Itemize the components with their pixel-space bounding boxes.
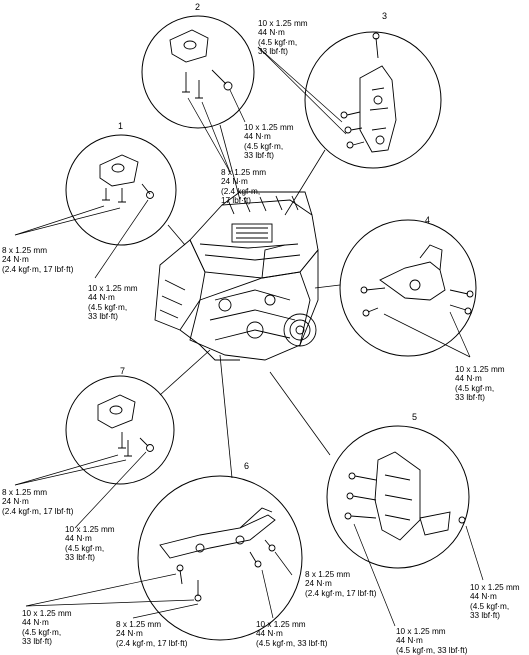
torque-label-c7-upper: 8 x 1.25 mm 24 N·m (2.4 kgf·m, 17 lbf·ft… [2, 488, 74, 516]
callout-number-6: 6 [244, 461, 250, 471]
torque-label-c2-mid: 10 x 1.25 mm 44 N·m (4.5 kgf·m, 33 lbf·f… [244, 123, 294, 161]
detail-circle-6 [137, 475, 303, 641]
torque-label-c2-low: 8 x 1.25 mm 24 N·m (2.4 kgf·m, 17 lbf·ft… [221, 168, 267, 206]
torque-label-c2-top: 10 x 1.25 mm 44 N·m (4.5 kgf·m, 33 lbf·f… [258, 19, 308, 57]
torque-label-c6-mid: 8 x 1.25 mm 24 N·m (2.4 kgf·m, 17 lbf·ft… [116, 620, 188, 648]
leader-lines [14, 46, 484, 627]
callout-number-1: 1 [118, 121, 124, 131]
detail-circle-7 [65, 375, 175, 485]
torque-label-c5-right: 10 x 1.25 mm 44 N·m (4.5 kgf·m, 33 lbf·f… [470, 583, 520, 621]
bracket-5-part [344, 451, 466, 541]
bracket-3-part [340, 32, 397, 153]
engine-assembly [154, 191, 319, 361]
bracket-7-part [97, 394, 154, 457]
torque-label-c5-bottom: 10 x 1.25 mm 44 N·m (4.5 kgf·m, 33 lbf·f… [396, 627, 468, 655]
detail-circle-2 [141, 15, 255, 129]
callout-number-2: 2 [195, 2, 201, 12]
bracket-6-part [159, 507, 276, 602]
callout-number-3: 3 [382, 11, 388, 21]
torque-label-c6-bottom: 10 x 1.25 mm 44 N·m (4.5 kgf·m, 33 lbf·f… [256, 620, 328, 648]
callout-number-4: 4 [425, 215, 431, 225]
torque-label-c6-left: 10 x 1.25 mm 44 N·m (4.5 kgf·m, 33 lbf·f… [22, 609, 72, 647]
bracket-4-part [360, 244, 474, 317]
torque-label-c1-left: 8 x 1.25 mm 24 N·m (2.4 kgf·m, 17 lbf·ft… [2, 246, 74, 274]
torque-label-c4: 10 x 1.25 mm 44 N·m (4.5 kgf·m, 33 lbf·f… [455, 365, 505, 403]
bracket-1-part [99, 154, 154, 203]
detail-circle-3 [304, 31, 442, 169]
connector-lines [159, 124, 341, 479]
detail-circle-1 [65, 134, 177, 246]
torque-label-c6-right: 8 x 1.25 mm 24 N·m (2.4 kgf·m, 17 lbf·ft… [305, 570, 377, 598]
torque-label-c1-right: 10 x 1.25 mm 44 N·m (4.5 kgf·m, 33 lbf·f… [88, 284, 138, 322]
detail-circle-5 [326, 425, 470, 569]
callout-number-7: 7 [120, 366, 126, 376]
torque-label-c7-lower: 10 x 1.25 mm 44 N·m (4.5 kgf·m, 33 lbf·f… [65, 525, 115, 563]
bracket-2-part [169, 29, 233, 99]
detail-circle-4 [339, 219, 477, 357]
callout-number-5: 5 [412, 412, 418, 422]
